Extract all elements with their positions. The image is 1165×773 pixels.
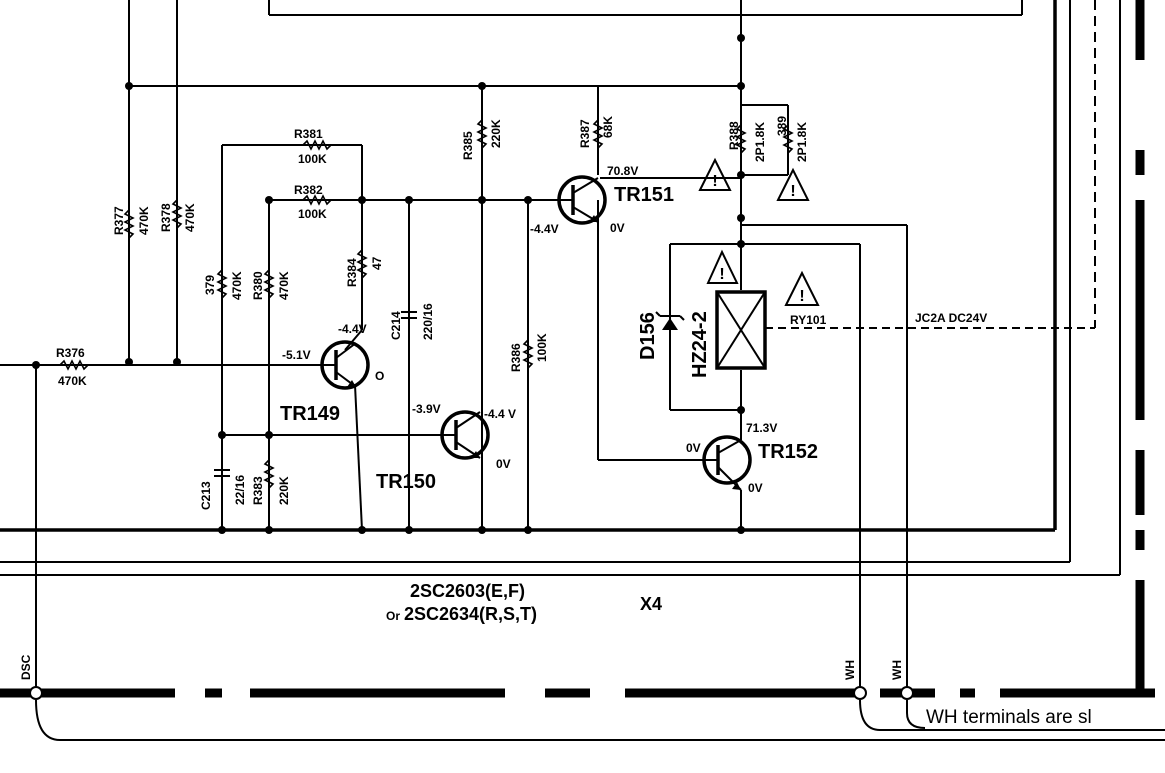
r384-symbol (356, 249, 368, 279)
r386-value: 100K (535, 333, 549, 362)
tr152-label: TR152 (758, 441, 818, 463)
r384-label: R384 (345, 258, 359, 287)
r380-symbol (263, 269, 275, 299)
r379-label: 379 (203, 275, 217, 295)
wh-terminal-1 (853, 686, 867, 700)
wh-note: WH terminals are sl (926, 707, 1092, 728)
r387-symbol (592, 119, 604, 149)
svg-text:!: ! (719, 266, 724, 283)
r378-label: R378 (159, 203, 173, 232)
c213-label: C213 (199, 481, 213, 510)
r388-symbol (735, 124, 747, 154)
r376-value: 470K (58, 374, 87, 388)
v-tr149-emitter: O (375, 369, 384, 383)
r389-symbol (782, 124, 794, 154)
wires (0, 0, 1165, 741)
c213-symbol (214, 469, 230, 477)
r388-value: 2P1.8K (753, 122, 767, 162)
r377-value: 470K (137, 206, 151, 235)
multiplier-label: X4 (640, 594, 662, 614)
r389-value: 2P1.8K (795, 122, 809, 162)
r381-value: 100K (298, 152, 327, 166)
warning-icon-2: ! (776, 167, 810, 201)
svg-text:!: ! (712, 173, 717, 190)
tr150-label: TR150 (376, 471, 436, 493)
r381-label: R381 (294, 127, 323, 141)
r378-symbol (171, 199, 183, 229)
wh-label-1: WH (843, 660, 857, 680)
r387-value: 68K (601, 116, 615, 138)
r382-symbol (302, 194, 332, 206)
r377-symbol (123, 209, 135, 239)
hz-label: HZ24-2 (689, 311, 711, 378)
c214-value: 220/16 (421, 303, 435, 340)
v-tr149-base: -5.1V (282, 348, 311, 362)
v-tr151-collector: 70.8V (607, 164, 638, 178)
resistors (59, 119, 794, 489)
r383-symbol (263, 459, 275, 489)
r383-value: 220K (277, 476, 291, 505)
r382-value: 100K (298, 207, 327, 221)
v-tr149-collector: -4.4V (338, 322, 367, 336)
tr151-symbol (555, 175, 607, 225)
v-tr150-emitter: 0V (496, 457, 511, 471)
r385-value: 220K (489, 119, 503, 148)
tr150-symbol (440, 410, 490, 460)
v-tr152-emitter: 0V (748, 481, 763, 495)
r380-value: 470K (277, 271, 291, 300)
r387-label: R387 (578, 119, 592, 148)
part-number-prefix: Or (386, 609, 400, 623)
tr151-label: TR151 (614, 184, 674, 206)
wh-terminal-2 (900, 686, 914, 700)
r383-label: R383 (251, 476, 265, 505)
v-tr150-collector: -4.4 V (484, 407, 516, 421)
r389-label: 389 (775, 116, 789, 136)
labels: R376 470K R377 470K R378 470K 379 470K R… (19, 116, 1092, 728)
r382-label: R382 (294, 183, 323, 197)
tr152-symbol (702, 435, 752, 491)
v-tr152-collector: 71.3V (746, 421, 777, 435)
r384-value: 47 (370, 256, 384, 270)
r385-symbol (476, 119, 488, 149)
part-number-2: 2SC2634(R,S,T) (404, 604, 537, 624)
r377-label: R377 (112, 206, 126, 235)
junctions (32, 34, 745, 534)
warning-icon-3: ! (706, 249, 739, 284)
d156-symbol (655, 311, 685, 330)
r379-symbol (216, 269, 228, 299)
r385-label: R385 (461, 131, 475, 160)
jc-label: JC2A DC24V (915, 311, 987, 325)
v-tr151-base: -4.4V (530, 222, 559, 236)
svg-text:!: ! (799, 288, 804, 305)
r388-label: R388 (727, 121, 741, 150)
r379-value: 470K (230, 271, 244, 300)
dsc-label: DSC (19, 654, 33, 680)
r386-label: R386 (509, 343, 523, 372)
part-number-1: 2SC2603(E,F) (410, 581, 525, 601)
svg-text:!: ! (790, 183, 795, 200)
c214-label: C214 (389, 311, 403, 340)
c214-symbol (401, 311, 417, 319)
capacitors (214, 311, 417, 477)
c213-value: 22/16 (233, 475, 247, 505)
r386-symbol (522, 339, 534, 369)
r381-symbol (302, 139, 332, 151)
r376-symbol (59, 359, 89, 371)
r376-label: R376 (56, 346, 85, 360)
dsc-terminal (29, 686, 43, 700)
v-tr150-base: -3.9V (412, 402, 441, 416)
tr149-symbol (320, 340, 370, 390)
r380-label: R380 (251, 271, 265, 300)
tr149-label: TR149 (280, 403, 340, 425)
ry101-label: RY101 (790, 313, 827, 327)
warning-icon-4: ! (784, 270, 820, 306)
v-tr152-base: 0V (686, 441, 701, 455)
v-tr151-emitter: 0V (610, 221, 625, 235)
wh-label-2: WH (890, 660, 904, 680)
d156-label: D156 (637, 312, 659, 360)
warning-icon-1: ! (698, 157, 732, 191)
r378-value: 470K (183, 203, 197, 232)
